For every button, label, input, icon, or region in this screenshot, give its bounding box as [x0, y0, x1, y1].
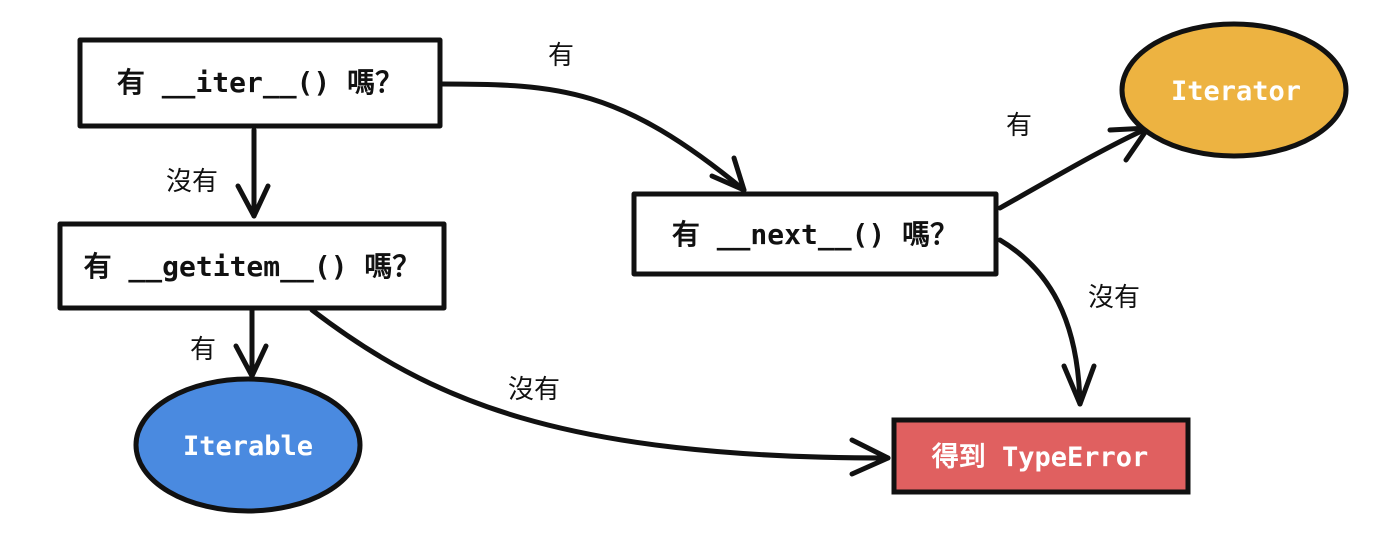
edge-label-iter-to-getitem: 沒有	[166, 167, 218, 197]
node-iterable-label: Iterable	[183, 431, 313, 462]
edge-iter-to-getitem	[235, 127, 271, 219]
node-has-getitem-label: 有 __getitem__() 嗎？	[84, 250, 421, 283]
edge-next-to-error	[997, 237, 1097, 407]
node-type-error: 得到 TypeError	[891, 417, 1191, 495]
edge-iter-to-next	[439, 81, 747, 193]
node-has-getitem: 有 __getitem__() 嗎？	[57, 221, 447, 311]
node-has-next-label: 有 __next__() 嗎？	[672, 218, 958, 251]
node-has-iter-label: 有 __iter__() 嗎？	[117, 66, 403, 99]
edge-label-iter-to-next: 有	[548, 41, 574, 71]
edge-getitem-to-iterable	[233, 305, 269, 379]
edge-label-next-to-iterator: 有	[1006, 111, 1032, 141]
node-iterable: Iterable	[133, 376, 363, 514]
node-has-iter: 有 __iter__() 嗎？	[77, 37, 443, 129]
node-type-error-label: 得到 TypeError	[931, 442, 1149, 473]
node-iterator-label: Iterator	[1171, 76, 1301, 107]
edge-label-getitem-to-error: 沒有	[508, 375, 560, 405]
edge-label-next-to-error: 沒有	[1088, 283, 1140, 313]
edge-label-getitem-to-iterable: 有	[190, 335, 216, 365]
node-iterator: Iterator	[1119, 21, 1349, 159]
node-has-next: 有 __next__() 嗎？	[631, 191, 999, 277]
edge-getitem-to-error	[309, 307, 891, 477]
